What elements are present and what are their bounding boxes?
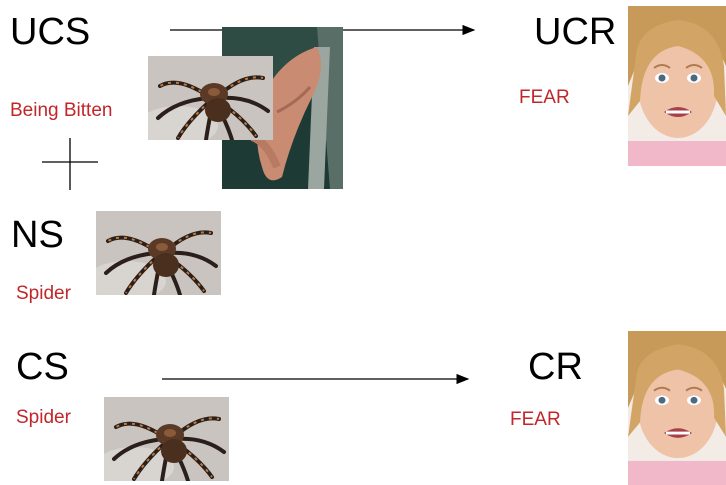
cs-label: CS — [16, 348, 69, 386]
tarantula-photo — [104, 397, 229, 481]
cr-response-text: FEAR — [510, 410, 561, 429]
tarantula-photo — [148, 56, 273, 140]
ns-label: NS — [11, 216, 64, 254]
frightened-child-photo — [628, 331, 726, 485]
plus-sign — [42, 138, 98, 190]
cs-stimulus-text: Spider — [16, 408, 71, 427]
ucs-label: UCS — [10, 13, 90, 51]
ucr-label: UCR — [534, 13, 616, 51]
ucr-response-text: FEAR — [519, 88, 570, 107]
ns-stimulus-text: Spider — [16, 284, 71, 303]
ucs-stimulus-text: Being Bitten — [10, 101, 112, 120]
frightened-child-photo — [628, 6, 726, 166]
cr-label: CR — [528, 348, 583, 386]
tarantula-photo — [96, 211, 221, 295]
